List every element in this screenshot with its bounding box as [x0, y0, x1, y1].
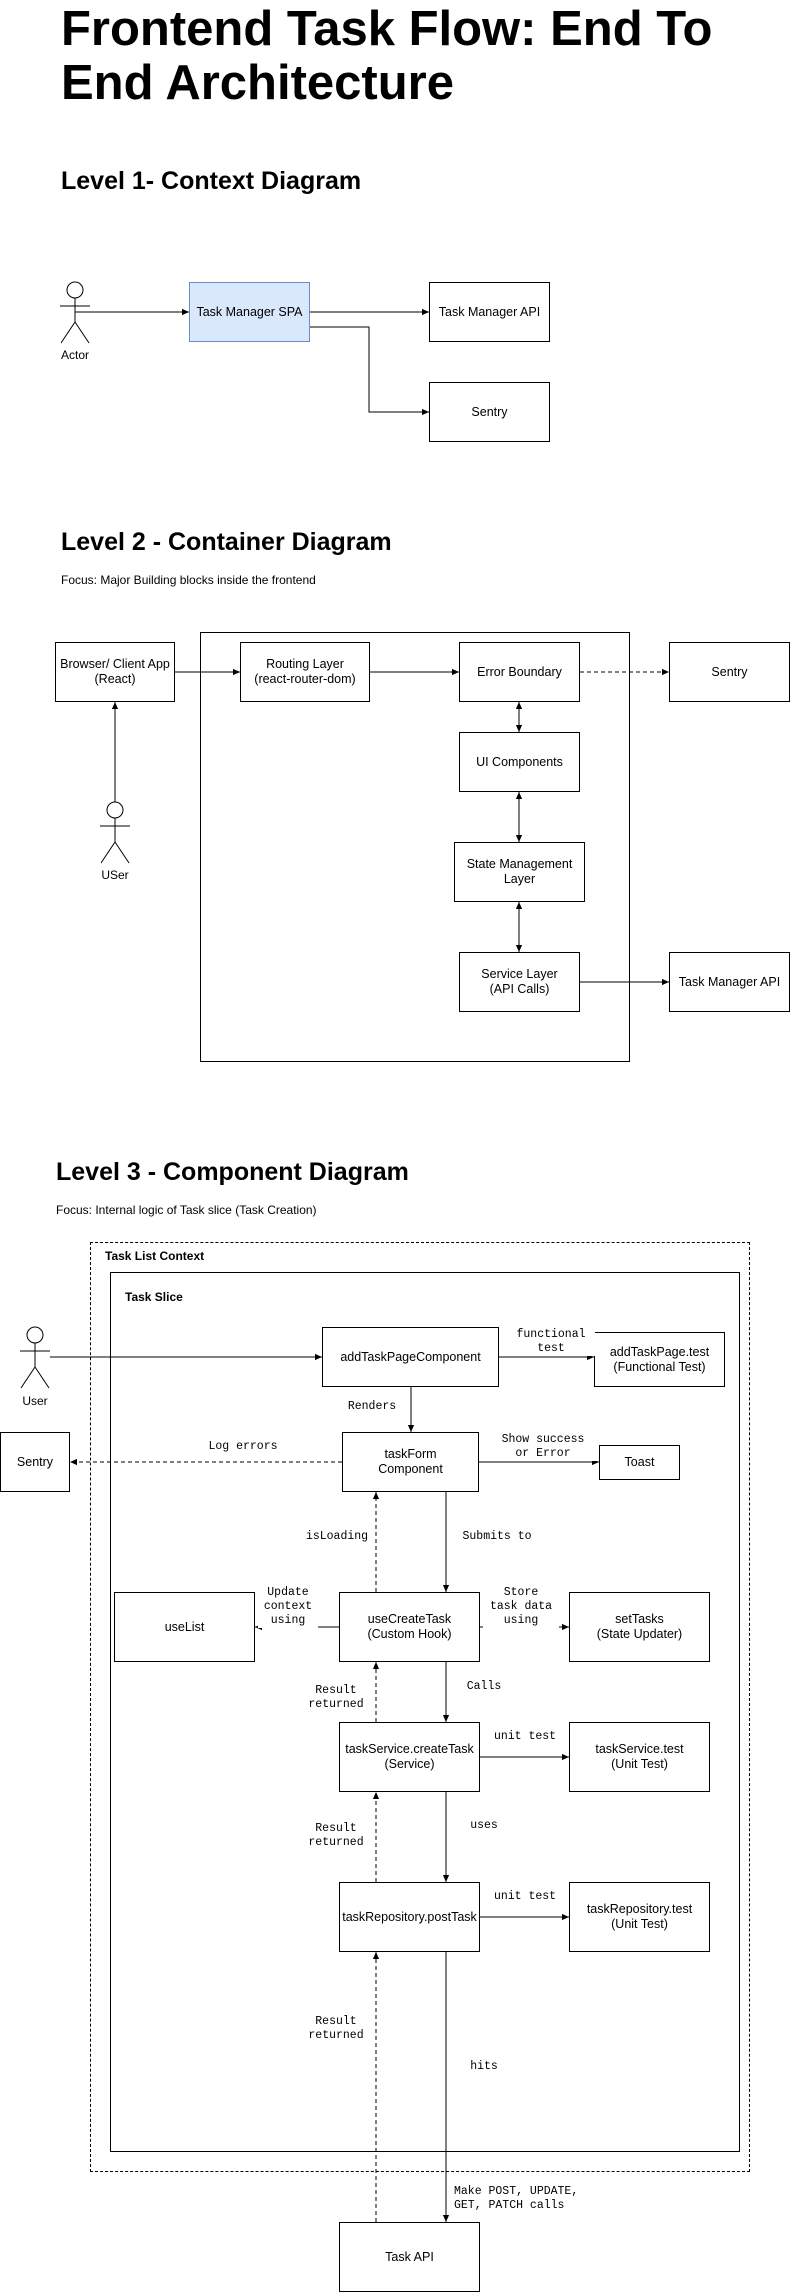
edge-label-result-returned-3: Result returned: [300, 2015, 372, 2043]
edge-label-hits: hits: [462, 2060, 506, 2074]
sentry-node[interactable]: Sentry: [669, 642, 790, 702]
edge-label-submits-to: Submits to: [455, 1530, 539, 1544]
task-slice-frame: [110, 1272, 740, 2152]
ui-components-node[interactable]: UI Components: [459, 732, 580, 792]
user-actor-figure: [20, 1326, 50, 1389]
edge-label-update-context: Update context using: [258, 1586, 318, 1628]
edge-label-uses: uses: [462, 1819, 506, 1833]
edge-label-unit-test-2: unit test: [487, 1890, 563, 1904]
task-service-test-node[interactable]: taskService.test (Unit Test): [569, 1722, 710, 1792]
page-title: Frontend Task Flow: End To End Architect…: [61, 2, 713, 110]
level3-heading: Level 3 - Component Diagram: [56, 1158, 409, 1186]
use-create-task-node[interactable]: useCreateTask (Custom Hook): [339, 1592, 480, 1662]
edge-label-show-success: Show success or Error: [489, 1433, 597, 1461]
spa-to-sentry-edge: [310, 326, 429, 416]
edge-label-store-task: Store task data using: [483, 1586, 559, 1628]
edge-label-unit-test-1: unit test: [487, 1730, 563, 1744]
frontend-boundary-frame: [200, 632, 630, 1062]
task-service-create-task-node[interactable]: taskService.createTask (Service): [339, 1722, 480, 1792]
toast-node[interactable]: Toast: [599, 1445, 680, 1480]
error-boundary-node[interactable]: Error Boundary: [459, 642, 580, 702]
add-task-page-component-node[interactable]: addTaskPageComponent: [322, 1327, 499, 1387]
user-actor-label: User: [22, 1394, 48, 1408]
add-task-page-test-node[interactable]: addTaskPage.test (Functional Test): [594, 1332, 725, 1387]
level2-focus-note: Focus: Major Building blocks inside the …: [61, 573, 316, 587]
actor-label: Actor: [60, 348, 89, 362]
task-list-context-frame: [90, 1242, 750, 2172]
task-form-component-node[interactable]: taskForm Component: [342, 1432, 479, 1492]
edge-label-renders: Renders: [340, 1400, 404, 1414]
sentry-node[interactable]: Sentry: [429, 382, 550, 442]
browser-client-app-node[interactable]: Browser/ Client App (React): [55, 642, 175, 702]
edge-label-result-returned-1: Result returned: [300, 1684, 372, 1712]
task-manager-api-node[interactable]: Task Manager API: [429, 282, 550, 342]
actor-figure: [60, 281, 90, 344]
task-list-context-label: Task List Context: [105, 1249, 205, 1263]
level2-heading: Level 2 - Container Diagram: [61, 528, 392, 556]
task-api-node[interactable]: Task API: [339, 2222, 480, 2292]
edge-label-make-calls: Make POST, UPDATE, GET, PATCH calls: [452, 2185, 594, 2213]
set-tasks-node[interactable]: setTasks (State Updater): [569, 1592, 710, 1662]
level1-heading: Level 1- Context Diagram: [61, 167, 362, 195]
level3-focus-note: Focus: Internal logic of Task slice (Tas…: [56, 1203, 317, 1217]
task-slice-label: Task Slice: [125, 1290, 183, 1304]
task-manager-spa-node[interactable]: Task Manager SPA: [189, 282, 310, 342]
state-management-node[interactable]: State Management Layer: [454, 842, 585, 902]
service-layer-node[interactable]: Service Layer (API Calls): [459, 952, 580, 1012]
task-manager-api-node[interactable]: Task Manager API: [669, 952, 790, 1012]
sentry-node[interactable]: Sentry: [0, 1432, 70, 1492]
edge-label-is-loading: isLoading: [299, 1530, 375, 1544]
edge-label-result-returned-2: Result returned: [300, 1822, 372, 1850]
routing-layer-node[interactable]: Routing Layer (react-router-dom): [240, 642, 370, 702]
edge-label-calls: Calls: [460, 1680, 508, 1694]
user-actor-label: USer: [101, 868, 129, 882]
task-repository-post-task-node[interactable]: taskRepository.postTask: [339, 1882, 480, 1952]
use-list-node[interactable]: useList: [114, 1592, 255, 1662]
user-actor-figure: [100, 801, 130, 864]
edge-label-log-errors: Log errors: [196, 1440, 290, 1454]
task-repository-test-node[interactable]: taskRepository.test (Unit Test): [569, 1882, 710, 1952]
edge-label-functional-test: functional test: [507, 1328, 595, 1356]
